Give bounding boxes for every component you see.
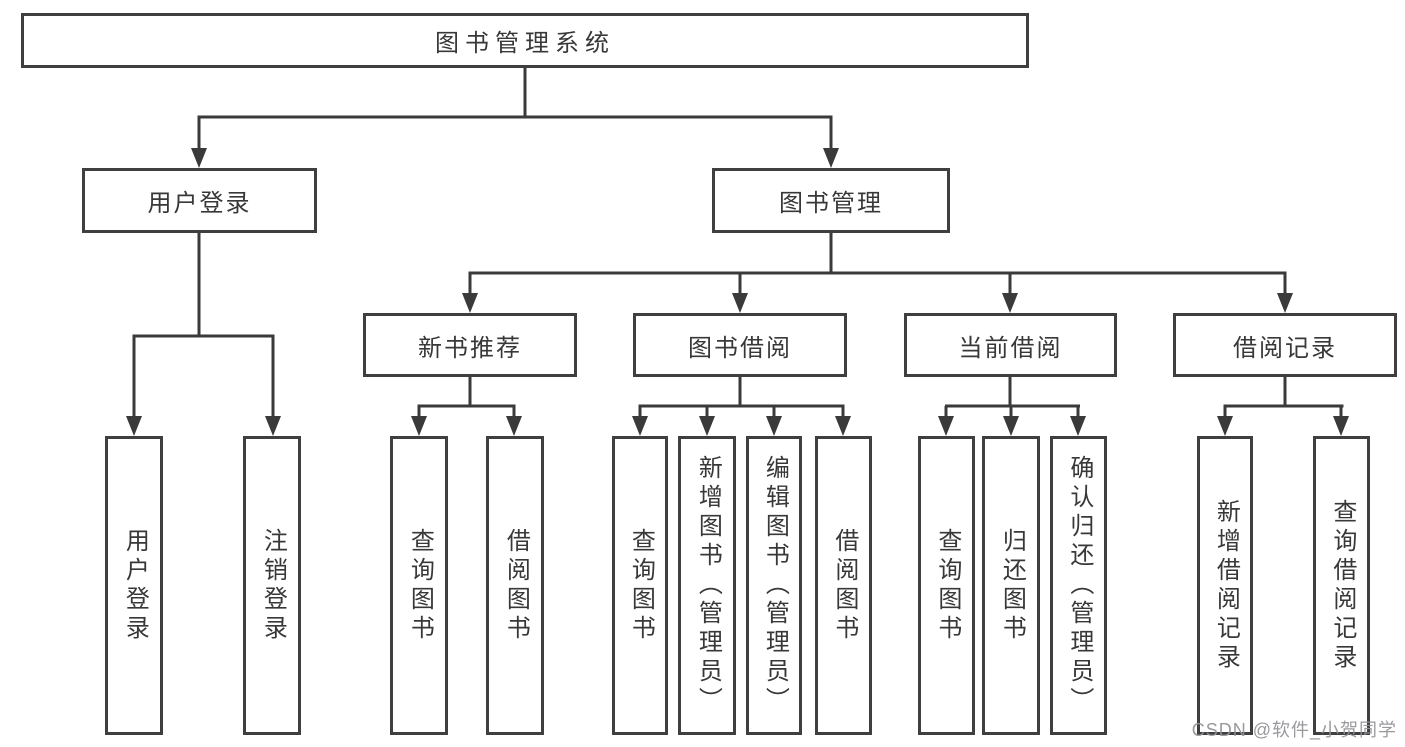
leaf-label: 用户登录 bbox=[121, 527, 149, 644]
node-book-borrow: 图书借阅 bbox=[633, 313, 847, 377]
node-label: 图书管理系统 bbox=[435, 30, 615, 57]
node-label: 当前借阅 bbox=[958, 334, 1063, 362]
node-borrow-records: 借阅记录 bbox=[1173, 313, 1397, 377]
leaf-return-books: 归还图书 bbox=[982, 436, 1040, 735]
leaf-edit-books-admin: 编辑图书（管理员） bbox=[746, 436, 802, 735]
leaf-user-login: 用户登录 bbox=[105, 436, 163, 735]
leaf-query-books-recommend: 查询图书 bbox=[390, 436, 448, 735]
node-new-book-recommend: 新书推荐 bbox=[363, 313, 577, 377]
leaf-label: 借阅图书 bbox=[830, 527, 858, 644]
csdn-watermark: CSDN @软件_小贺同学 bbox=[1191, 720, 1397, 740]
leaf-borrow-books-recommend: 借阅图书 bbox=[486, 436, 544, 735]
node-user-login: 用户登录 bbox=[82, 168, 317, 233]
leaf-label: 新增图书（管理员） bbox=[694, 455, 722, 716]
leaf-query-books-current: 查询图书 bbox=[918, 436, 975, 735]
leaf-label: 借阅图书 bbox=[502, 527, 530, 644]
leaf-confirm-return-admin: 确认归还（管理员） bbox=[1050, 436, 1107, 735]
leaf-add-books-admin: 新增图书（管理员） bbox=[678, 436, 736, 735]
node-label: 用户登录 bbox=[147, 190, 252, 217]
node-label: 借阅记录 bbox=[1233, 334, 1337, 362]
leaf-label: 归还图书 bbox=[998, 527, 1026, 644]
node-library-management-system: 图书管理系统 bbox=[21, 13, 1029, 68]
leaf-add-borrow-record: 新增借阅记录 bbox=[1197, 436, 1253, 735]
leaf-label: 查询图书 bbox=[933, 527, 961, 644]
leaf-label: 注销登录 bbox=[259, 527, 287, 644]
leaf-label: 查询图书 bbox=[627, 527, 655, 644]
leaf-label: 查询借阅记录 bbox=[1328, 498, 1356, 673]
node-book-management: 图书管理 bbox=[712, 168, 950, 233]
leaf-logout: 注销登录 bbox=[243, 436, 301, 735]
leaf-query-books-borrow: 查询图书 bbox=[612, 436, 668, 735]
node-current-borrow: 当前借阅 bbox=[904, 313, 1117, 377]
leaf-borrow-books: 借阅图书 bbox=[815, 436, 872, 735]
leaf-label: 确认归还（管理员） bbox=[1065, 455, 1093, 716]
leaf-label: 编辑图书（管理员） bbox=[761, 455, 789, 716]
node-label: 图书借阅 bbox=[688, 334, 792, 362]
leaf-label: 新增借阅记录 bbox=[1212, 498, 1240, 673]
node-label: 新书推荐 bbox=[418, 334, 522, 362]
leaf-label: 查询图书 bbox=[406, 527, 434, 644]
leaf-query-borrow-record: 查询借阅记录 bbox=[1313, 436, 1370, 735]
node-label: 图书管理 bbox=[779, 190, 883, 217]
